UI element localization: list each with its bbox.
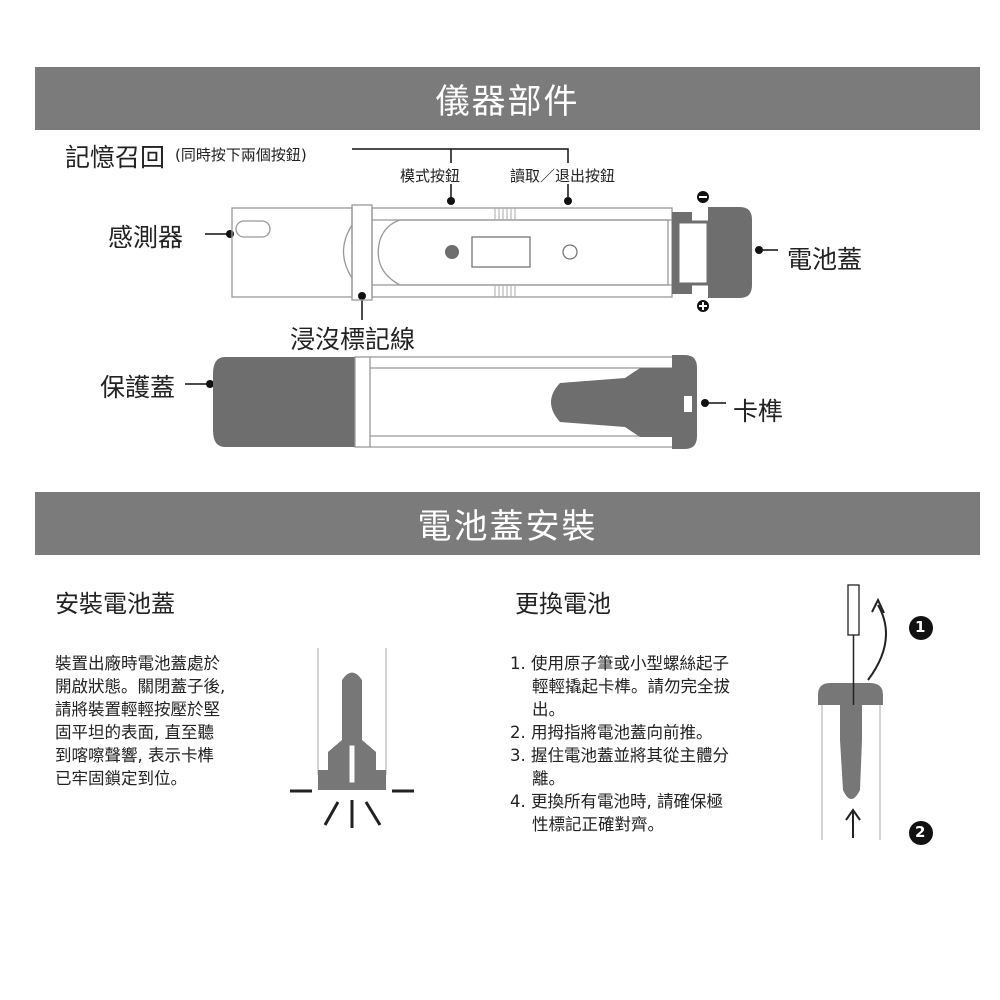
list-item: 3. 握住電池蓋並將其從主體分 [510,746,729,765]
install-heading: 安裝電池蓋 [55,590,175,618]
text-line: 請將裝置輕輕按壓於堅 [55,700,220,719]
text-line: 出。 [532,700,565,719]
list-item: 1. 使用原子筆或小型螺絲起子 [510,654,729,673]
replace-instructions: 1. 使用原子筆或小型螺絲起子 輕輕撬起卡榫。請勿完全拔 出。 2. 用拇指將電… [510,652,730,836]
text-line: 裝置出廠時電池蓋處於 [55,654,220,673]
text-line: 性標記正確對齊。 [532,815,664,834]
list-item: 4. 更換所有電池時, 請確保極 [510,792,723,811]
step-2-badge: 2 [915,823,926,841]
read-exit-button-label: 讀取／退出按鈕 [510,167,616,185]
memory-recall-note: (同時按下兩個按鈕) [175,146,307,164]
text-line: 已牢固鎖定到位。 [55,769,187,788]
section-header-components: 儀器部件 [35,67,980,130]
replace-heading: 更換電池 [515,590,611,618]
sensor-label: 感測器 [108,223,184,252]
mode-button-icon [445,245,459,259]
section-header-battery-install: 電池蓋安裝 [35,492,980,555]
step-1-badge: 1 [915,618,926,636]
text-line: 到喀嚓聲響, 表示卡榫 [55,746,214,765]
latch-label: 卡榫 [733,397,784,426]
memory-recall-label: 記憶召回 [65,143,166,172]
list-item: 2. 用拇指將電池蓋向前推。 [510,723,713,742]
protective-cap-label: 保護蓋 [100,373,176,402]
plus-icon [697,300,709,312]
minus-icon [697,191,709,203]
mode-button-label: 模式按鈕 [400,167,461,185]
text-line: 固平坦的表面, 直至聽 [55,723,214,742]
text-line: 輕輕撬起卡榫。請勿完全拔 [532,677,730,696]
battery-cover-label: 電池蓋 [787,245,863,274]
text-line: 開啟狀態。關閉蓋子後, [55,677,226,696]
install-instructions: 裝置出廠時電池蓋處於 開啟狀態。關閉蓋子後, 請將裝置輕輕按壓於堅 固平坦的表面… [55,652,225,790]
text-line: 離。 [532,769,565,788]
immersion-line-label: 浸沒標記線 [290,325,416,354]
